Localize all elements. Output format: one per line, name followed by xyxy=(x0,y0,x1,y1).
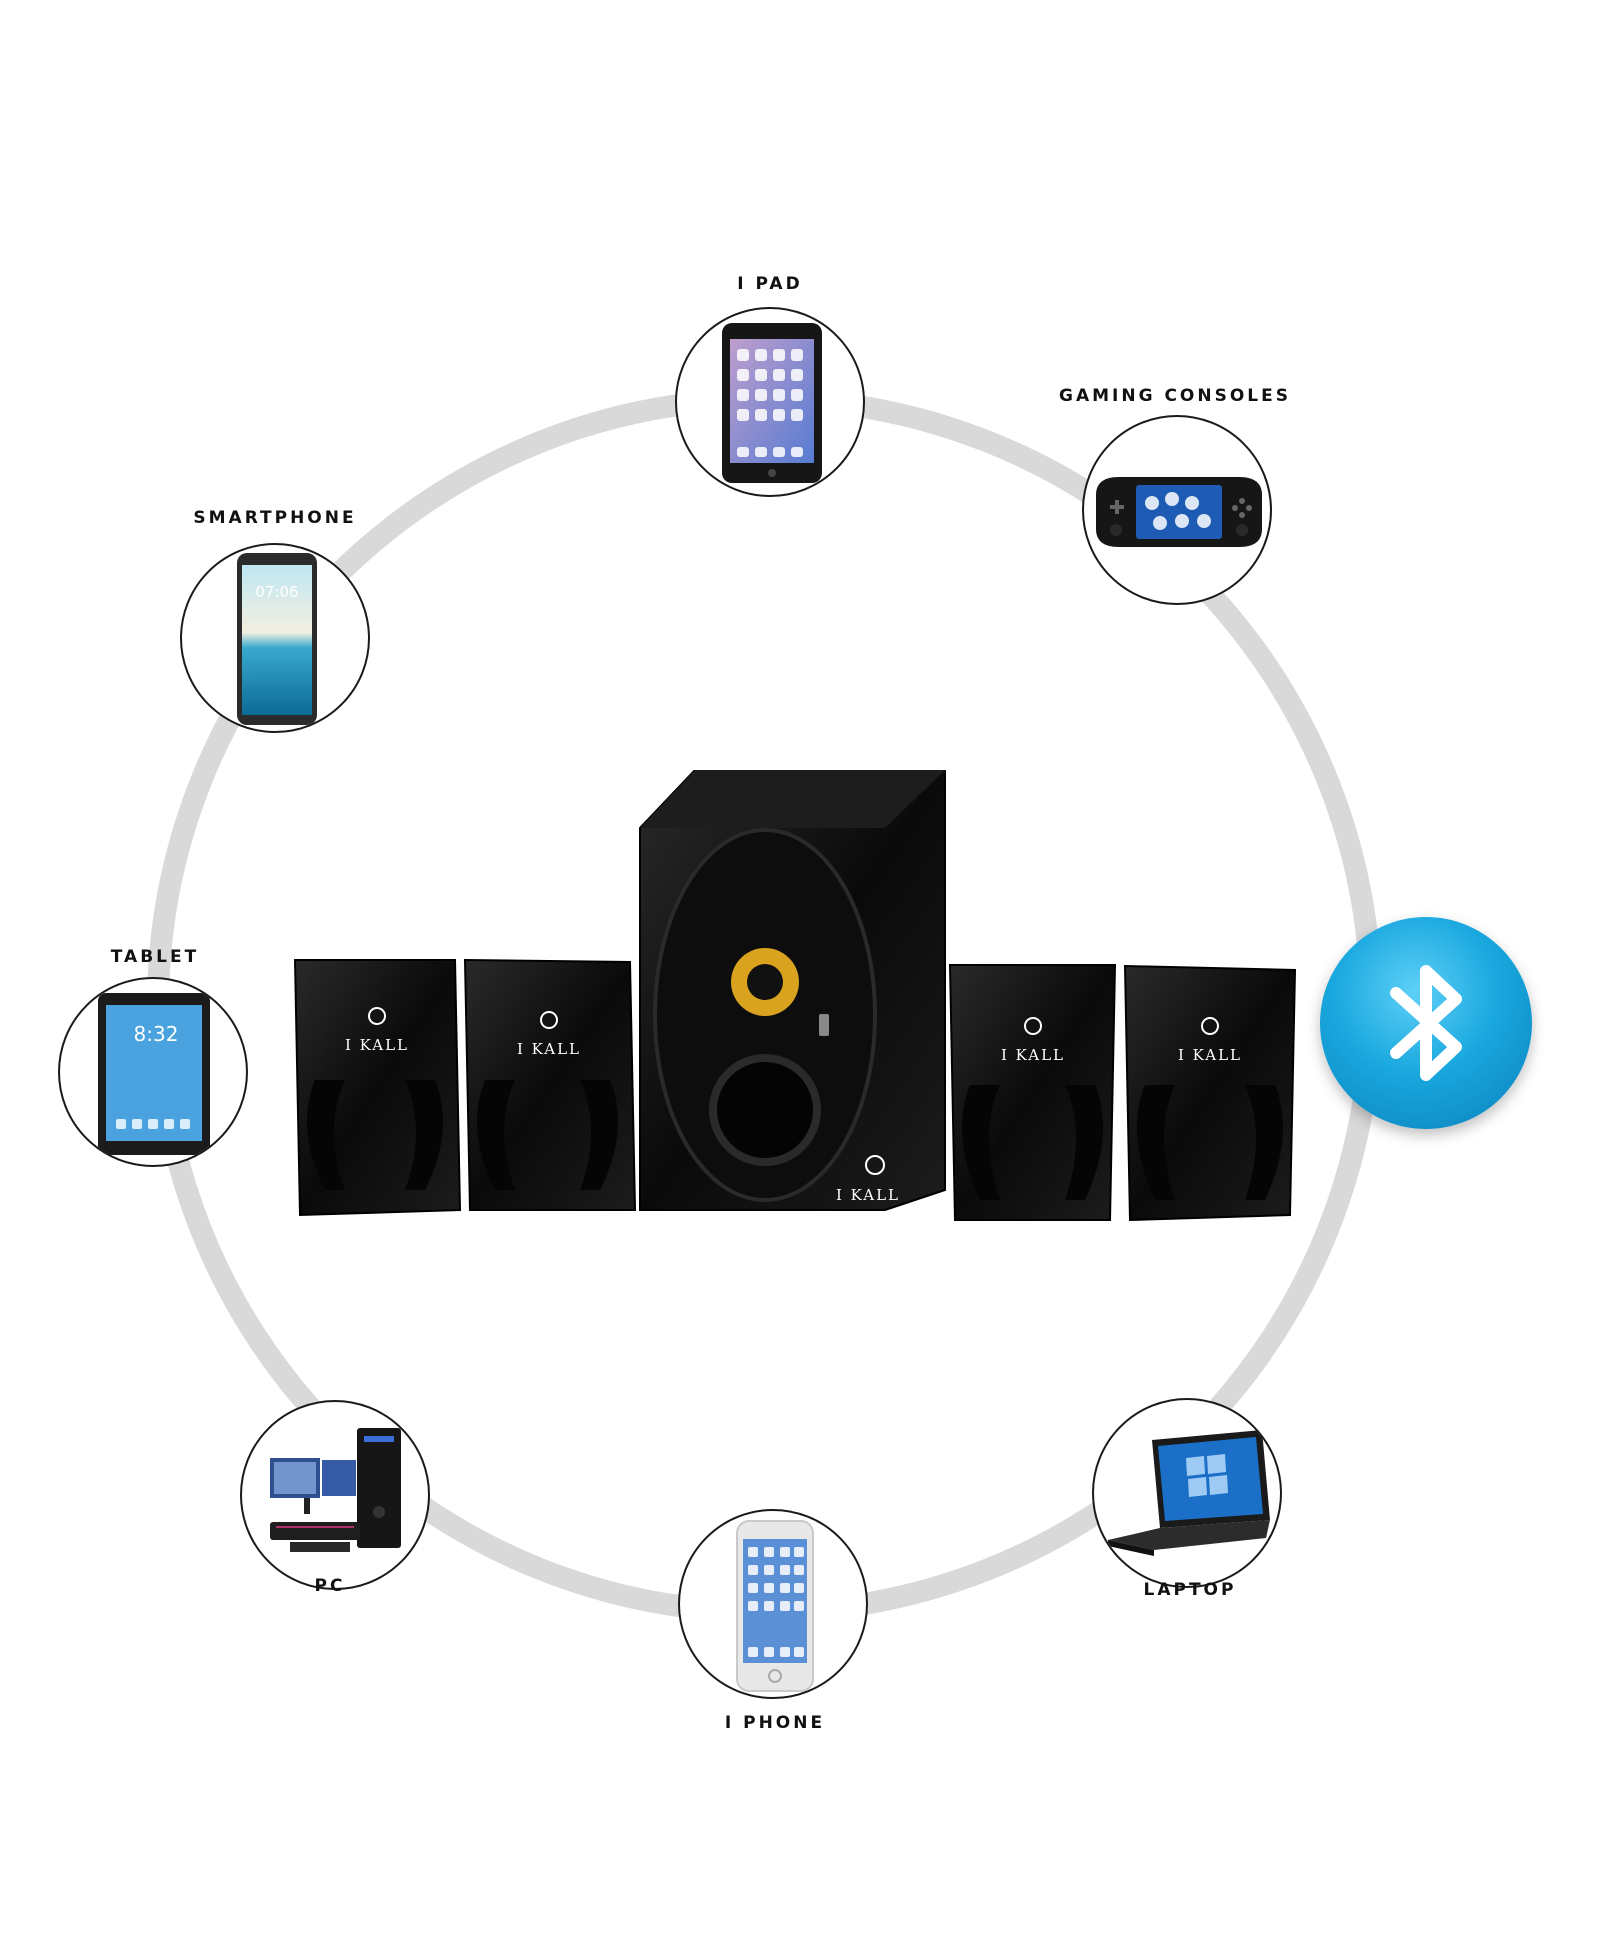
usb-port xyxy=(819,1014,829,1036)
iphone-icon xyxy=(736,1520,814,1692)
speaker-brand-text: I KALL xyxy=(345,1036,409,1054)
satellite-speaker-right-outer: I KALL xyxy=(1123,964,1297,1222)
gaming-console-icon xyxy=(1096,477,1262,547)
subwoofer: I KALL xyxy=(639,770,946,1211)
bluetooth-icon xyxy=(1390,965,1462,1081)
tablet-screen-time: 8:32 xyxy=(134,1022,179,1046)
speaker-system: I KALL I KALL I KALL I xyxy=(293,770,1297,1222)
device-label-laptop: LAPTOP xyxy=(1143,1580,1237,1600)
device-label-gaming-consoles: GAMING CONSOLES xyxy=(1059,386,1291,406)
laptop-icon xyxy=(1108,1430,1270,1556)
device-label-smartphone: SMARTPHONE xyxy=(193,508,357,528)
speaker-brand-text: I KALL xyxy=(1001,1046,1065,1064)
smartphone-screen-time: 07:06 xyxy=(255,583,298,601)
ipad-icon xyxy=(722,323,822,483)
device-laptop xyxy=(1092,1398,1282,1588)
device-gaming-consoles xyxy=(1082,415,1272,605)
satellite-speaker-left-inner: I KALL xyxy=(463,958,637,1211)
device-smartphone: 07:06 xyxy=(180,543,370,733)
bass-port xyxy=(709,1054,821,1166)
tablet-icon: 8:32 xyxy=(98,993,210,1155)
device-label-pc: PC xyxy=(314,1576,346,1596)
bluetooth-badge xyxy=(1320,917,1532,1129)
device-tablet: 8:32 xyxy=(58,977,248,1167)
device-label-tablet: TABLET xyxy=(110,947,200,967)
satellite-speaker-left-outer: I KALL xyxy=(293,959,462,1217)
device-iphone xyxy=(678,1509,868,1699)
device-ipad xyxy=(675,307,865,497)
pc-icon xyxy=(270,1428,401,1552)
device-label-iphone: I PHONE xyxy=(724,1713,826,1733)
speaker-brand-text: I KALL xyxy=(836,1186,900,1204)
device-pc xyxy=(240,1400,430,1590)
satellite-speaker-right-inner: I KALL xyxy=(948,964,1117,1221)
device-label-ipad: I PAD xyxy=(737,274,803,294)
speaker-brand-text: I KALL xyxy=(517,1040,581,1058)
speaker-brand-text: I KALL xyxy=(1178,1046,1242,1064)
smartphone-icon: 07:06 xyxy=(237,553,317,725)
